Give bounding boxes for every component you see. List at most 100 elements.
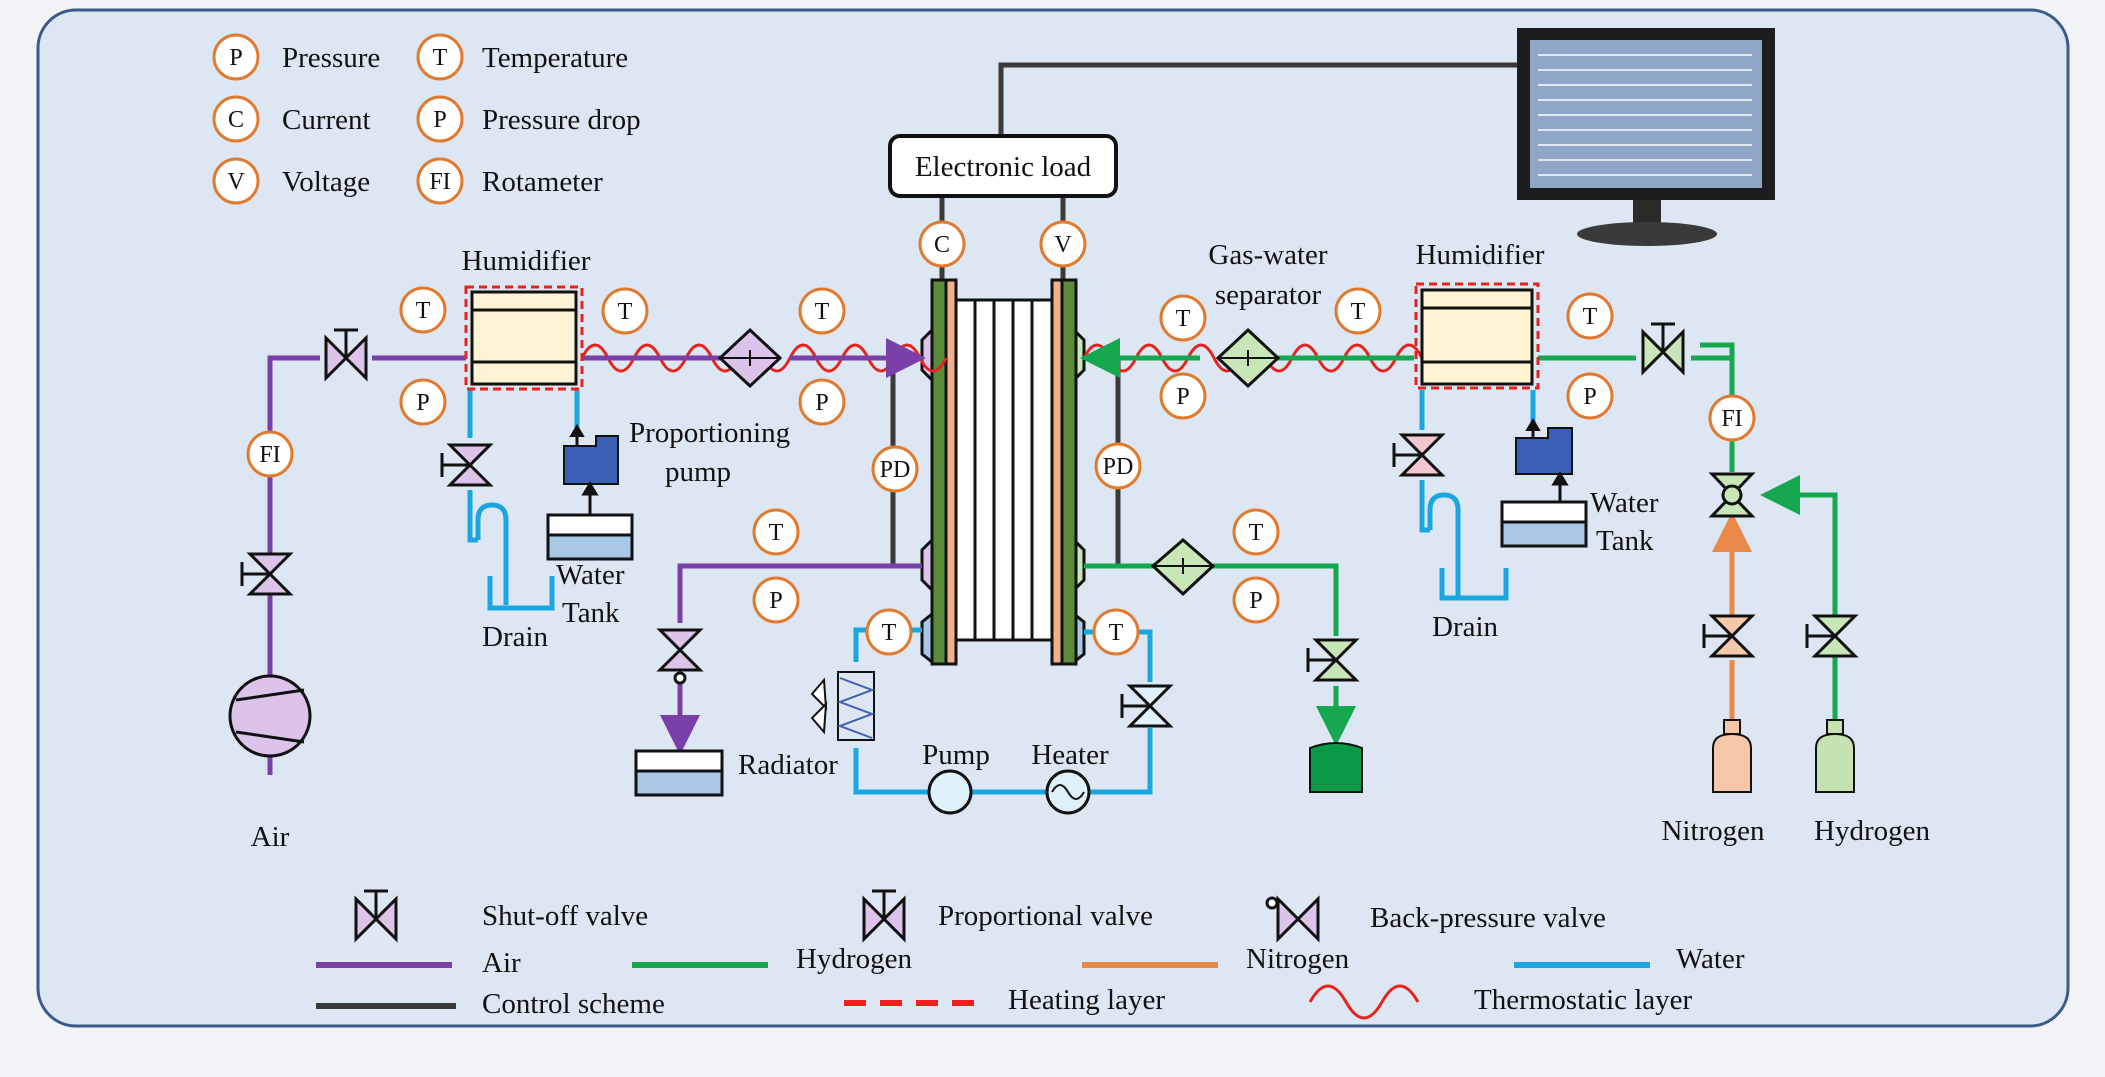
valves xyxy=(240,322,1859,728)
shutoff-valve-air-supply xyxy=(240,552,294,596)
drain-right-label: Drain xyxy=(1432,611,1499,643)
water-tank-left-label-line2: Tank xyxy=(562,597,620,629)
pump-label: Pump xyxy=(922,739,990,771)
temp-air-stack-in-sensor-symbol: T xyxy=(815,299,830,325)
legend-top-label: Temperature xyxy=(482,42,628,74)
electronic-load-box xyxy=(888,134,1118,198)
pressure-drop-cathode-sensor: PD xyxy=(871,445,919,493)
legend-proportional-valve-icon xyxy=(862,889,906,943)
legend-top-symbol: T xyxy=(433,45,448,71)
pressure-hydrogen-stack-in-sensor: P xyxy=(1159,372,1207,420)
radiator-icon xyxy=(810,671,875,741)
legend-thermostatic-layer-line xyxy=(1308,984,1420,1020)
back-pressure-valve-air-outlet xyxy=(656,628,704,685)
proportional-valve-air xyxy=(324,328,368,382)
temp-air-stack-in-sensor: T xyxy=(798,287,846,335)
legend-top-symbol-circle xyxy=(212,157,260,205)
temp-hydrogen-humidifier-in-sensor: T xyxy=(1566,292,1614,340)
air-label: Air xyxy=(251,821,290,853)
pressure-drop-anode-sensor: PD xyxy=(1094,442,1142,490)
shutoff-valve-hydrogen-drain xyxy=(1392,433,1446,477)
temp-coolant-in-sensor: T xyxy=(865,608,913,656)
air-outlet-water-tank xyxy=(634,749,724,797)
legend-hydrogen-label: Hydrogen xyxy=(796,943,912,975)
monitor-icon xyxy=(1517,28,1775,246)
legend-bottom: Shut-off valve Proportional valve Back-p… xyxy=(316,889,1745,1020)
current-sensor-sensor-symbol: C xyxy=(934,232,950,258)
pressure-hydrogen-humidifier-in-sensor-symbol: P xyxy=(1583,384,1596,410)
temp-air-stack-out-sensor-symbol: T xyxy=(769,520,784,546)
legend-heating-layer-label: Heating layer xyxy=(1008,984,1165,1016)
shutoff-valve-air-drain xyxy=(440,443,494,487)
legend-top-label: Current xyxy=(282,104,371,136)
pressure-hydrogen-stack-out-sensor-symbol: P xyxy=(1249,588,1262,614)
legend-air-label: Air xyxy=(482,947,521,979)
legend-nitrogen-label: Nitrogen xyxy=(1246,943,1350,975)
legend-top-symbol: V xyxy=(227,169,245,195)
humidifier-left-label: Humidifier xyxy=(462,245,591,277)
hydrogen-outlet-collector xyxy=(1309,742,1363,793)
voltage-sensor-sensor: V xyxy=(1039,220,1087,268)
three-way-valve xyxy=(1708,472,1756,518)
gas-water-separator-label-line1: Gas-water xyxy=(1208,239,1328,271)
temp-hydrogen-stack-in-sensor: T xyxy=(1159,294,1207,342)
temp-hydrogen-stack-out-sensor: T xyxy=(1232,508,1280,556)
legend-top-symbol-circle xyxy=(416,33,464,81)
legend-top-label: Voltage xyxy=(282,166,370,198)
legend-top-label: Rotameter xyxy=(482,166,603,198)
pressure-air-humidifier-in-sensor-symbol: P xyxy=(416,390,429,416)
temp-hydrogen-humidifier-in-sensor-symbol: T xyxy=(1583,304,1598,330)
pressure-hydrogen-stack-out-sensor: P xyxy=(1232,576,1280,624)
gas-water-separator-air-inlet xyxy=(717,327,783,389)
legend-proportional-valve-glyph xyxy=(862,889,906,943)
pressure-drop-anode-sensor-symbol: PD xyxy=(1103,454,1134,480)
legend-top-symbol: FI xyxy=(429,169,450,195)
radiator-label: Radiator xyxy=(738,749,838,781)
gas-water-separator-hydrogen-inlet xyxy=(1215,327,1281,389)
drain-left-label: Drain xyxy=(482,621,549,653)
legend-top-item: FI Rotameter xyxy=(416,157,603,205)
temp-coolant-out-sensor-symbol: T xyxy=(1109,620,1124,646)
temp-air-humidifier-out-sensor: T xyxy=(601,287,649,335)
legend-shutoff-valve-label: Shut-off valve xyxy=(482,900,648,932)
hydrogen-lines xyxy=(1080,338,1838,791)
water-tank-left xyxy=(546,481,634,561)
shutoff-valve-nitrogen xyxy=(1702,614,1756,658)
voltage-sensor-sensor-symbol: V xyxy=(1054,232,1072,258)
temp-hydrogen-stack-in-sensor-symbol: T xyxy=(1176,306,1191,332)
temp-air-humidifier-in-sensor-symbol: T xyxy=(416,298,431,324)
pump-icon xyxy=(927,769,973,815)
legend-top-symbol: P xyxy=(229,45,242,71)
legend-back-pressure-valve-label: Back-pressure valve xyxy=(1370,902,1606,934)
pressure-air-humidifier-in-sensor: P xyxy=(399,378,447,426)
shutoff-valve-coolant xyxy=(1120,684,1174,728)
legend-top-label: Pressure drop xyxy=(482,104,641,136)
rotameter-hydrogen-sensor: FI xyxy=(1708,394,1756,442)
rotameter-air-sensor: FI xyxy=(246,430,294,478)
legend-top-symbol-circle xyxy=(416,95,464,143)
proportioning-pump-right xyxy=(1515,418,1573,475)
legend-water-label: Water xyxy=(1676,943,1745,975)
temp-air-stack-out-sensor: T xyxy=(752,508,800,556)
humidifier-left xyxy=(464,285,584,391)
pressure-hydrogen-humidifier-in-sensor: P xyxy=(1566,372,1614,420)
pressure-hydrogen-stack-in-sensor-symbol: P xyxy=(1176,384,1189,410)
shutoff-valve-hydrogen-supply xyxy=(1805,614,1859,658)
pressure-air-stack-out-sensor-symbol: P xyxy=(769,588,782,614)
heater-icon xyxy=(1045,769,1091,815)
legend-top-symbol-circle xyxy=(212,95,260,143)
legend-top-symbol-circle xyxy=(212,33,260,81)
legend-back-pressure-valve-glyph xyxy=(1265,895,1320,943)
proportional-valve-hydrogen xyxy=(1641,322,1685,376)
pressure-drop-cathode-sensor-symbol: PD xyxy=(880,457,911,483)
legend-top-symbol-circle xyxy=(416,157,464,205)
temp-coolant-out-sensor: T xyxy=(1092,608,1140,656)
rotameter-hydrogen-sensor-symbol: FI xyxy=(1721,406,1742,432)
current-sensor-sensor: C xyxy=(918,220,966,268)
proportioning-pump-left xyxy=(563,424,619,485)
fuel-cell-stack xyxy=(920,278,1086,666)
air-compressor-icon xyxy=(228,674,312,758)
legend-control-scheme-label: Control scheme xyxy=(482,988,665,1020)
